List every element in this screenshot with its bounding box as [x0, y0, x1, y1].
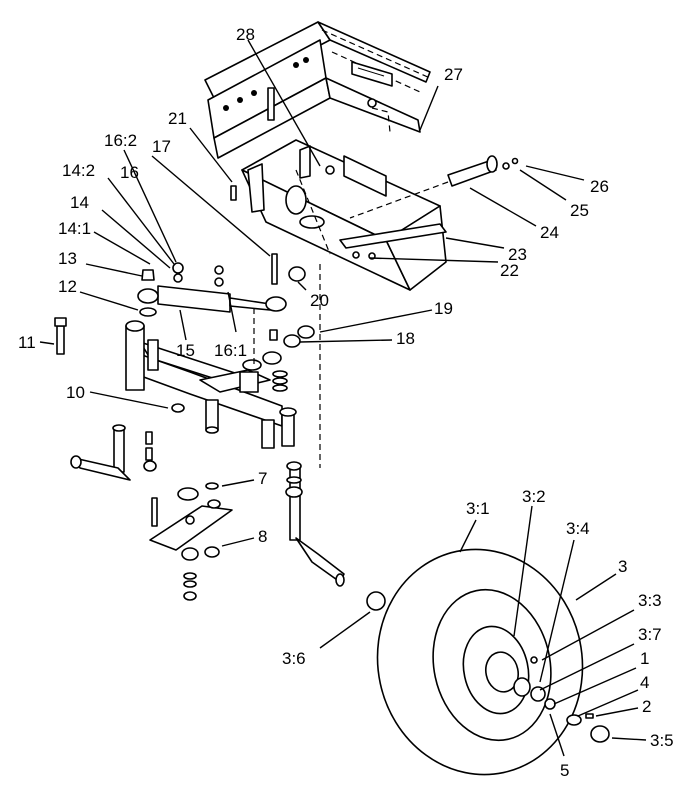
pivot-pin [349, 155, 519, 219]
callout-20: 20 [310, 291, 329, 310]
callout-8: 8 [258, 527, 267, 546]
callout-18: 18 [396, 329, 415, 348]
callout-11: 11 [18, 333, 36, 352]
callout-3-1: 3:1 [466, 499, 490, 518]
callout-24: 24 [540, 223, 559, 242]
callout-13: 13 [58, 249, 77, 268]
callout-labels: 28 27 21 16:2 17 16 14:2 14 14:1 13 12 1… [18, 25, 674, 780]
callout-16-1: 16:1 [214, 341, 247, 360]
leader-lines [39, 39, 647, 757]
callout-5: 5 [560, 761, 569, 780]
bolt-11 [54, 317, 67, 355]
left-spindle [70, 424, 158, 527]
callout-15: 15 [176, 341, 195, 360]
callout-3-4: 3:4 [566, 519, 590, 538]
callout-27: 27 [444, 65, 463, 84]
steering-arm-plate [149, 482, 233, 601]
callout-3-2: 3:2 [522, 487, 546, 506]
callout-3-6: 3:6 [282, 649, 306, 668]
callout-14-2: 14:2 [62, 161, 95, 180]
callout-21: 21 [168, 109, 187, 128]
callout-3: 3 [618, 557, 627, 576]
callout-7: 7 [258, 469, 267, 488]
front-axle-beam [125, 320, 315, 449]
callout-25: 25 [570, 201, 589, 220]
wheel-tire [376, 548, 610, 776]
assembly-guides [253, 264, 321, 468]
callout-28: 28 [236, 25, 255, 44]
callout-10: 10 [66, 383, 85, 402]
callout-23: 23 [508, 245, 527, 264]
callout-19: 19 [434, 299, 453, 318]
callout-2: 2 [642, 697, 651, 716]
callout-12: 12 [58, 277, 77, 296]
callout-3-7: 3:7 [638, 625, 662, 644]
callout-16: 16 [120, 163, 139, 182]
callout-1: 1 [640, 649, 649, 668]
frame-rails [204, 21, 431, 159]
steering-cylinder [137, 185, 306, 317]
callout-3-3: 3:3 [638, 591, 662, 610]
callout-3-5: 3:5 [650, 731, 674, 750]
callout-4: 4 [640, 673, 649, 692]
callout-16-2: 16:2 [104, 131, 137, 150]
callout-22: 22 [500, 261, 519, 280]
callout-14-1: 14:1 [58, 219, 91, 238]
callout-14: 14 [70, 193, 89, 212]
right-spindle [285, 461, 345, 587]
callout-26: 26 [590, 177, 609, 196]
bearing-3-6 [366, 591, 386, 611]
callout-17: 17 [152, 137, 171, 156]
axle-mount-bracket [241, 139, 447, 291]
